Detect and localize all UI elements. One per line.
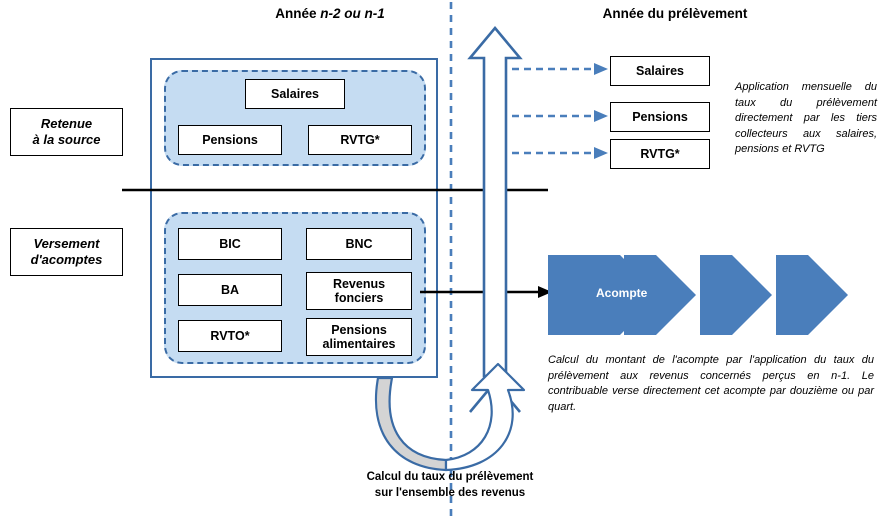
side-label-withholding-line2: à la source xyxy=(32,132,101,147)
collected-box-salaires[interactable]: Salaires xyxy=(610,56,710,86)
withholding-flow-line xyxy=(122,188,548,192)
installments-item-pensions-alimentaires[interactable]: Pensions alimentaires xyxy=(306,318,412,356)
column-header-right: Année du prélèvement xyxy=(602,6,748,21)
installments-flow-arrow xyxy=(420,286,552,298)
annotation-acompte-computation: Calcul du montant de l'acompte par l'app… xyxy=(548,354,874,413)
installments-item-ba[interactable]: BA xyxy=(178,274,282,306)
chevron-3 xyxy=(700,255,772,335)
column-header-left-emphasis: n-2 ou n-1 xyxy=(320,6,385,21)
side-label-installments-line2: d'acomptes xyxy=(30,252,103,267)
rate-computation-curved-arrow xyxy=(374,362,526,472)
side-label-withholding-line1: Retenue xyxy=(40,115,93,131)
collected-box-rvtg[interactable]: RVTG* xyxy=(610,139,710,169)
annotation-monthly-application: Application mensuelle du taux du prélève… xyxy=(735,81,877,156)
column-header-left-prefix: Année xyxy=(275,6,321,21)
withholding-dashed-arrow-rvtg xyxy=(512,147,608,159)
side-label-withholding: Retenue à la source xyxy=(10,108,123,156)
installments-item-bic[interactable]: BIC xyxy=(178,228,282,260)
past-year-frame xyxy=(150,58,438,378)
bottom-caption-line2: sur l'ensemble des revenus xyxy=(374,486,526,499)
bottom-caption-line1: Calcul du taux du prélèvement xyxy=(366,471,534,483)
chevron-4 xyxy=(776,255,848,335)
withholding-item-rvtg[interactable]: RVTG* xyxy=(308,125,412,155)
column-header-left: Année n-2 ou n-1 xyxy=(180,6,480,21)
bottom-caption: Calcul du taux du prélèvement sur l'ense… xyxy=(320,470,580,501)
installments-item-bnc[interactable]: BNC xyxy=(306,228,412,260)
withholding-dashed-arrow-pensions xyxy=(512,110,608,122)
timeline-divider xyxy=(449,2,453,519)
acompte-chevron-band xyxy=(548,255,848,335)
rate-application-up-arrow xyxy=(467,25,523,378)
collected-box-pensions[interactable]: Pensions xyxy=(610,102,710,132)
acompte-label: Acompte xyxy=(596,286,648,300)
withholding-dashed-arrow-salaires xyxy=(512,63,608,75)
withholding-item-pensions[interactable]: Pensions xyxy=(178,125,282,155)
installments-item-revenus-fonciers[interactable]: Revenus fonciers xyxy=(306,272,412,310)
side-label-installments-line1: Versement xyxy=(33,235,100,251)
installments-item-rvto[interactable]: RVTO* xyxy=(178,320,282,352)
acompte-chevron-label-wrap: Acompte xyxy=(548,255,878,335)
side-label-installments: Versement d'acomptes xyxy=(10,228,123,276)
chevron-2 xyxy=(624,255,696,335)
withholding-item-salaires[interactable]: Salaires xyxy=(245,79,345,109)
